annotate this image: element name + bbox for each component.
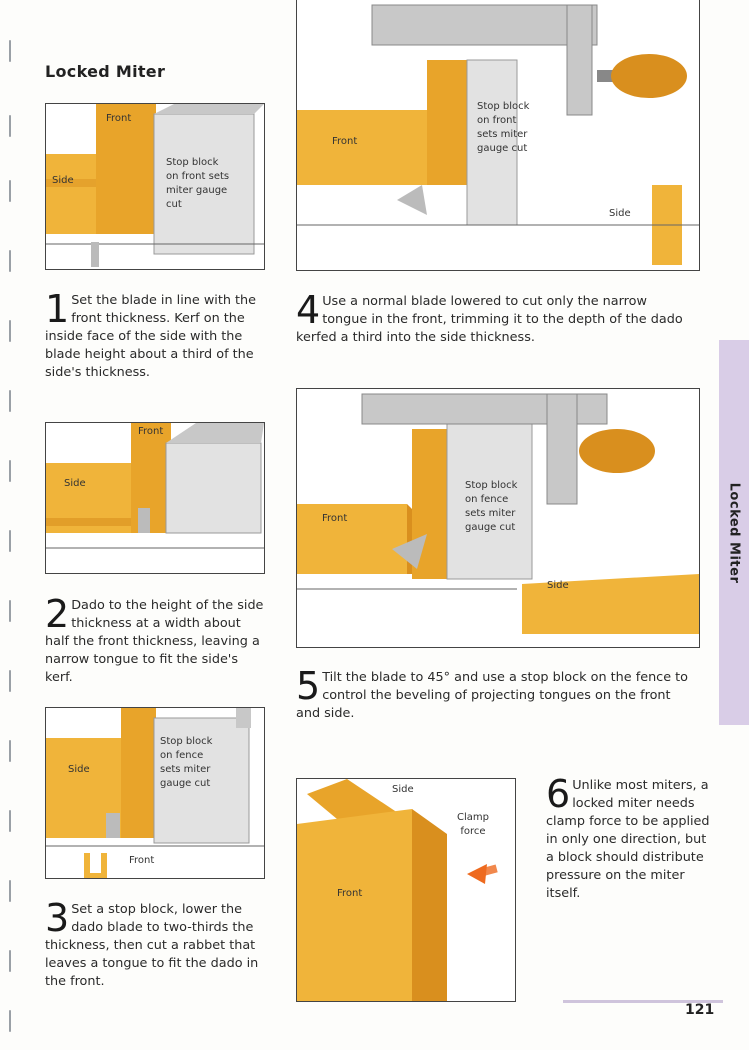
label-side: Side — [64, 478, 86, 489]
step-3-drawing — [46, 708, 264, 878]
illustration-step-2: Front Side — [45, 422, 265, 574]
footer-rule — [563, 1000, 723, 1003]
step-number: 1 — [45, 287, 70, 331]
label-stop-block: Stop block on fence sets miter gauge cut — [465, 480, 518, 533]
step-5-drawing — [297, 393, 699, 634]
step-text: Unlike most miters, a locked miter needs… — [546, 778, 710, 901]
label-front: Front — [138, 426, 164, 437]
label-front: Front — [129, 855, 155, 866]
section-tab-label: Locked Miter — [726, 482, 742, 583]
label-side: Side — [547, 580, 569, 591]
step-number: 6 — [546, 772, 571, 816]
step-2-drawing — [46, 423, 264, 549]
illustration-step-1: Front Side Stop block on front sets mite… — [45, 103, 265, 270]
step-text: Tilt the blade to 45° and use a stop blo… — [296, 670, 689, 721]
step-number: 3 — [45, 896, 70, 940]
label-front: Front — [337, 888, 363, 899]
illustration-step-4: Front Side Stop block on front sets mite… — [296, 0, 700, 271]
label-stop-block: Stop block on front sets miter gauge cut — [166, 157, 230, 210]
step-number: 2 — [45, 592, 70, 636]
page-title: Locked Miter — [45, 62, 166, 81]
binding-marks — [6, 20, 16, 1032]
section-tab: Locked Miter — [719, 340, 749, 725]
step-number: 4 — [296, 288, 321, 332]
step-text: Set the blade in line with the front thi… — [45, 293, 257, 380]
step-6-drawing — [297, 779, 498, 1001]
page-number: 121 — [685, 1002, 715, 1018]
step-text: Set a stop block, lower the dado blade t… — [45, 902, 259, 989]
label-clamp-force: Clamp force — [457, 812, 489, 837]
illustration-step-6: Side Front Clamp force — [296, 778, 516, 1002]
step-4-drawing — [297, 4, 699, 265]
step-text: Dado to the height of the side thickness… — [45, 598, 264, 685]
step-text: Use a normal blade lowered to cut only t… — [296, 294, 683, 345]
label-front: Front — [106, 113, 132, 124]
label-stop-block: Stop block on fence sets miter gauge cut — [160, 736, 213, 789]
step-1-drawing — [46, 104, 264, 267]
label-side: Side — [609, 208, 631, 219]
step-number: 5 — [296, 664, 321, 708]
illustration-step-3: Side Front Stop block on fence sets mite… — [45, 707, 265, 879]
label-side: Side — [52, 175, 74, 186]
label-front: Front — [332, 136, 358, 147]
label-stop-block: Stop block on front sets miter gauge cut — [477, 101, 530, 154]
illustration-step-5: Front Side Stop block on fence sets mite… — [296, 388, 700, 648]
label-side: Side — [392, 784, 414, 795]
label-front: Front — [322, 513, 348, 524]
label-side: Side — [68, 764, 90, 775]
